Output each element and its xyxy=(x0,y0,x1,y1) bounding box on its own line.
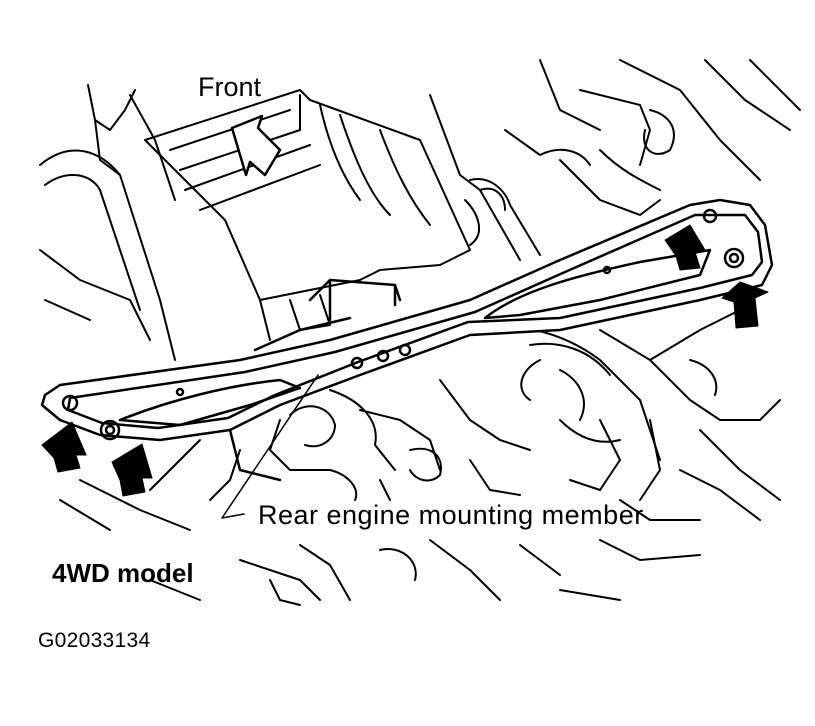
member-leader-line xyxy=(221,374,319,519)
background-linework xyxy=(39,59,801,606)
model-label: 4WD model xyxy=(52,558,194,588)
bolt-location-arrow-icon xyxy=(41,224,769,497)
rear-engine-mounting-member-shape xyxy=(40,198,774,482)
rear-engine-mounting-member-label: Rear engine mounting member xyxy=(258,500,644,530)
front-direction-arrow-icon xyxy=(230,114,282,177)
front-label: Front xyxy=(198,72,262,102)
figure-code: G02033134 xyxy=(38,629,151,652)
